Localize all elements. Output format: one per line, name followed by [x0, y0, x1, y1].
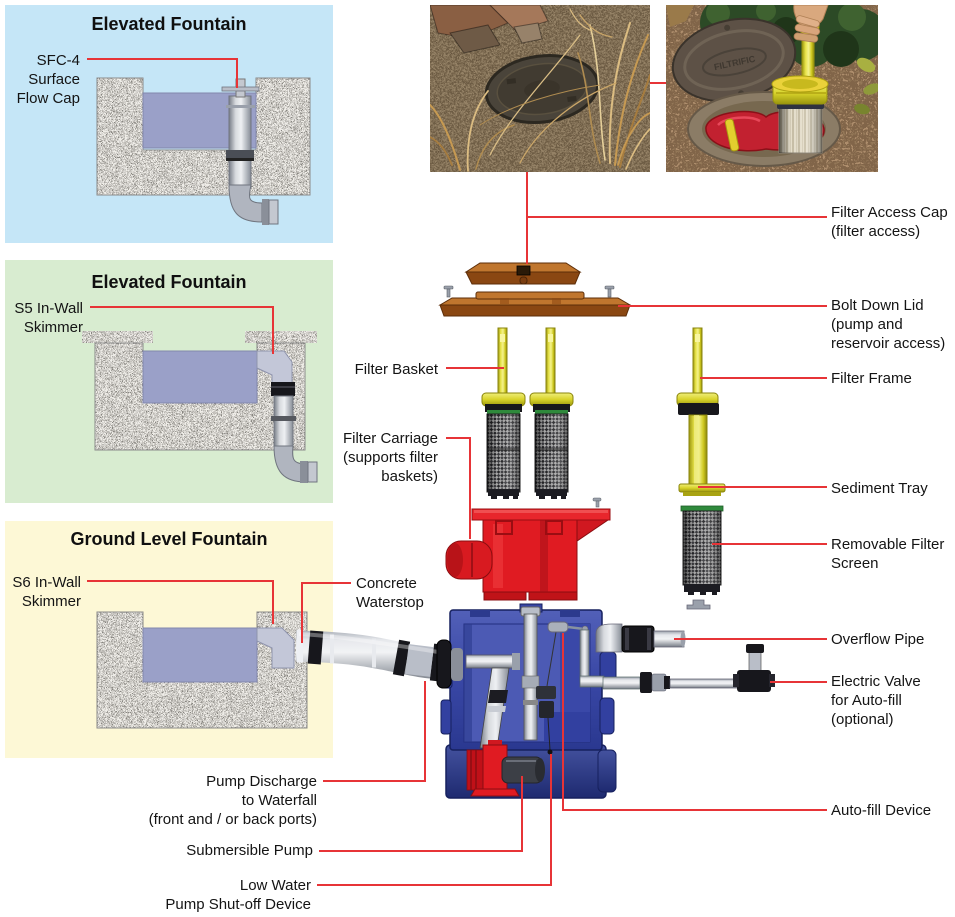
skimmer-drain-pipe	[271, 382, 318, 483]
overflow-pipe-part	[595, 623, 686, 653]
line-s6	[87, 580, 274, 624]
filter-access-cap-part	[464, 262, 582, 285]
auto-fill-float	[536, 631, 557, 755]
reservoir-unit	[436, 603, 617, 799]
callout-filter-frame: Filter Frame	[831, 370, 912, 387]
removable-filter-screen-part	[680, 505, 724, 610]
low-water-sensor	[547, 749, 553, 755]
internal-inlet-pipe	[436, 639, 520, 749]
buried-access-cap	[484, 54, 600, 124]
auto-fill-valve	[547, 621, 605, 688]
callout-lines	[87, 58, 827, 886]
filter-basket-1	[481, 327, 526, 499]
callout-auto-fill-device: Auto-fill Device	[831, 802, 932, 819]
callout-sediment-tray: Sediment Tray	[831, 480, 928, 497]
line-s5	[90, 306, 274, 354]
line-filter-access-cap	[526, 172, 827, 264]
callout-submersible-pump: Submersible Pump	[186, 842, 313, 859]
water-basin	[142, 350, 258, 404]
line-filter-carriage	[446, 437, 471, 539]
water-basin	[142, 627, 258, 683]
surface-flow-cap-pipe	[221, 78, 279, 225]
lid-bolt-right	[604, 285, 615, 298]
line-pump-discharge	[323, 681, 426, 782]
auto-fill-line-part	[602, 644, 775, 693]
photo-installed-cap	[430, 5, 650, 172]
panel-title: Elevated Fountain	[91, 272, 247, 292]
line-sfc4	[87, 58, 238, 88]
grass	[430, 8, 650, 172]
callout-bolt-down-lid: Bolt Down Lid (pump and reservoir access…	[831, 297, 946, 352]
elevated-fountain-1-illustration	[96, 77, 311, 225]
sediment-tray-part	[678, 483, 726, 496]
electric-valve-part	[733, 644, 775, 692]
line-low-water	[317, 754, 552, 886]
callout-filter-basket: Filter Basket	[354, 361, 438, 378]
s6-skimmer	[256, 627, 295, 669]
callout-s5-in-wall-skimmer: S5 In-Wall Skimmer	[14, 300, 83, 336]
panel-title: Ground Level Fountain	[70, 529, 268, 549]
callout-concrete-waterstop: Concrete Waterstop	[356, 575, 424, 611]
pump-discharge-valve	[466, 740, 520, 797]
filter-basket-in-photo	[771, 16, 829, 154]
line-auto-fill-device	[562, 633, 827, 811]
filter-frame-part	[676, 327, 726, 496]
lid-bolt-left	[443, 285, 454, 298]
hand	[793, 5, 829, 43]
filter-basket-2	[529, 327, 574, 500]
callout-overflow-pipe: Overflow Pipe	[831, 631, 925, 648]
spare-handle	[724, 118, 740, 152]
callout-low-water-shutoff: Low Water Pump Shut-off Device	[165, 877, 311, 913]
filter-carriage-part	[445, 497, 611, 601]
callout-electric-valve: Electric Valve for Auto-fill (optional)	[831, 673, 921, 728]
open-lid: FILTRIFIC	[671, 17, 797, 103]
callout-removable-filter-screen: Removable Filter Screen	[831, 536, 945, 572]
line-concrete-waterstop	[301, 582, 351, 643]
panel-title: Elevated Fountain	[91, 14, 247, 34]
rocks	[430, 5, 549, 54]
elevated-fountain-2-illustration	[82, 331, 318, 483]
callout-s6-in-wall-skimmer: S6 In-Wall Skimmer	[12, 574, 81, 610]
callout-filter-access-cap: Filter Access Cap (filter access)	[831, 204, 948, 240]
callout-sfc4-surface-flow-cap: SFC-4 Surface Flow Cap	[16, 52, 80, 107]
internal-standpipe	[520, 606, 541, 741]
photo-lid-open: FILTRIFIC	[666, 5, 878, 172]
sfc4-cap	[221, 86, 260, 92]
skimmer-to-reservoir-pipe	[295, 629, 454, 683]
callout-filter-carriage: Filter Carriage (supports filter baskets…	[342, 430, 438, 485]
carriage-bolt	[592, 497, 602, 508]
submersible-pump-part	[501, 756, 545, 784]
ground-level-fountain-illustration	[96, 611, 308, 729]
line-submersible-pump	[319, 776, 523, 852]
bolt-down-lid-part	[438, 285, 632, 317]
screen-clip	[686, 599, 711, 610]
callout-pump-discharge: Pump Discharge to Waterfall (front and /…	[148, 773, 317, 828]
